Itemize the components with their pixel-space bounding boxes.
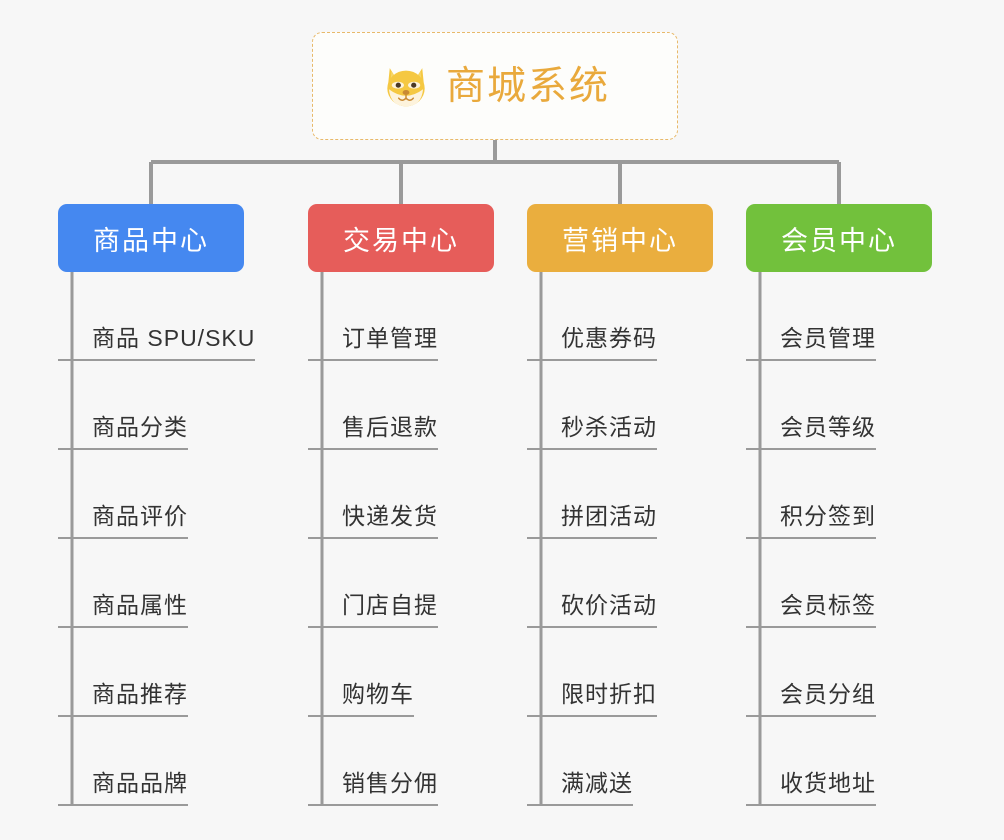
leaf-item[interactable]: 商品推荐 — [58, 628, 244, 717]
branch-header-1[interactable]: 商品中心 — [58, 204, 244, 272]
leaf-item[interactable]: 优惠券码 — [527, 272, 713, 361]
leaf-item[interactable]: 商品属性 — [58, 539, 244, 628]
shiba-dog-face-icon — [387, 68, 425, 108]
leaf-item[interactable]: 限时折扣 — [527, 628, 713, 717]
leaf-item-label: 会员分组 — [746, 683, 876, 717]
leaf-item-label: 购物车 — [308, 683, 414, 717]
branch-column: 营销中心优惠券码秒杀活动拼团活动砍价活动限时折扣满减送 — [527, 204, 713, 806]
branch-item-list: 订单管理售后退款快递发货门店自提购物车销售分佣 — [308, 272, 494, 806]
leaf-item-label: 限时折扣 — [527, 683, 657, 717]
leaf-item-label: 砍价活动 — [527, 594, 657, 628]
leaf-item[interactable]: 快递发货 — [308, 450, 494, 539]
leaf-item-label: 快递发货 — [308, 505, 438, 539]
leaf-item[interactable]: 会员标签 — [746, 539, 932, 628]
leaf-item[interactable]: 拼团活动 — [527, 450, 713, 539]
root-node[interactable]: 商城系统 — [312, 32, 678, 140]
branch-header-2[interactable]: 交易中心 — [308, 204, 494, 272]
leaf-item-label: 秒杀活动 — [527, 416, 657, 450]
leaf-item[interactable]: 购物车 — [308, 628, 494, 717]
branch-item-list: 商品 SPU/SKU 商品分类商品评价商品属性商品推荐商品品牌 — [58, 272, 256, 806]
leaf-item-label: 门店自提 — [308, 594, 438, 628]
leaf-item[interactable]: 订单管理 — [308, 272, 494, 361]
leaf-item[interactable]: 会员等级 — [746, 361, 932, 450]
leaf-item-label: 商品评价 — [58, 505, 188, 539]
leaf-item-label: 拼团活动 — [527, 505, 657, 539]
leaf-item-label: 收货地址 — [746, 772, 876, 806]
branch-column: 商品中心商品 SPU/SKU 商品分类商品评价商品属性商品推荐商品品牌 — [58, 204, 256, 806]
branch-column: 交易中心订单管理售后退款快递发货门店自提购物车销售分佣 — [308, 204, 494, 806]
branch-header-4[interactable]: 会员中心 — [746, 204, 932, 272]
leaf-item-label: 满减送 — [527, 772, 633, 806]
leaf-item[interactable]: 积分签到 — [746, 450, 932, 539]
leaf-item[interactable]: 商品品牌 — [58, 717, 244, 806]
leaf-item-label: 订单管理 — [308, 327, 438, 361]
leaf-item-label: 优惠券码 — [527, 327, 657, 361]
root-title: 商城系统 — [445, 64, 610, 108]
leaf-item[interactable]: 秒杀活动 — [527, 361, 713, 450]
leaf-item-label: 商品分类 — [58, 416, 188, 450]
leaf-item[interactable]: 满减送 — [527, 717, 713, 806]
leaf-item[interactable]: 商品分类 — [58, 361, 244, 450]
leaf-item[interactable]: 售后退款 — [308, 361, 494, 450]
leaf-item[interactable]: 会员分组 — [746, 628, 932, 717]
leaf-item-label: 售后退款 — [308, 416, 438, 450]
leaf-item-label: 销售分佣 — [308, 772, 438, 806]
leaf-item[interactable]: 销售分佣 — [308, 717, 494, 806]
leaf-item-label: 积分签到 — [746, 505, 876, 539]
leaf-item-label: 会员等级 — [746, 416, 876, 450]
leaf-item[interactable]: 商品评价 — [58, 450, 244, 539]
leaf-item-label: 商品推荐 — [58, 683, 188, 717]
leaf-item-label: 会员管理 — [746, 327, 876, 361]
branch-column: 会员中心会员管理会员等级积分签到会员标签会员分组收货地址 — [746, 204, 932, 806]
leaf-item[interactable]: 商品 SPU/SKU — [58, 272, 256, 361]
branch-header-3[interactable]: 营销中心 — [527, 204, 713, 272]
leaf-item[interactable]: 收货地址 — [746, 717, 932, 806]
leaf-item-label: 商品 SPU/SKU — [58, 327, 256, 361]
leaf-item-label: 商品品牌 — [58, 772, 188, 806]
leaf-item[interactable]: 会员管理 — [746, 272, 932, 361]
leaf-item[interactable]: 砍价活动 — [527, 539, 713, 628]
leaf-item[interactable]: 门店自提 — [308, 539, 494, 628]
leaf-item-label: 会员标签 — [746, 594, 876, 628]
branch-item-list: 会员管理会员等级积分签到会员标签会员分组收货地址 — [746, 272, 932, 806]
leaf-item-label: 商品属性 — [58, 594, 188, 628]
branch-item-list: 优惠券码秒杀活动拼团活动砍价活动限时折扣满减送 — [527, 272, 713, 806]
